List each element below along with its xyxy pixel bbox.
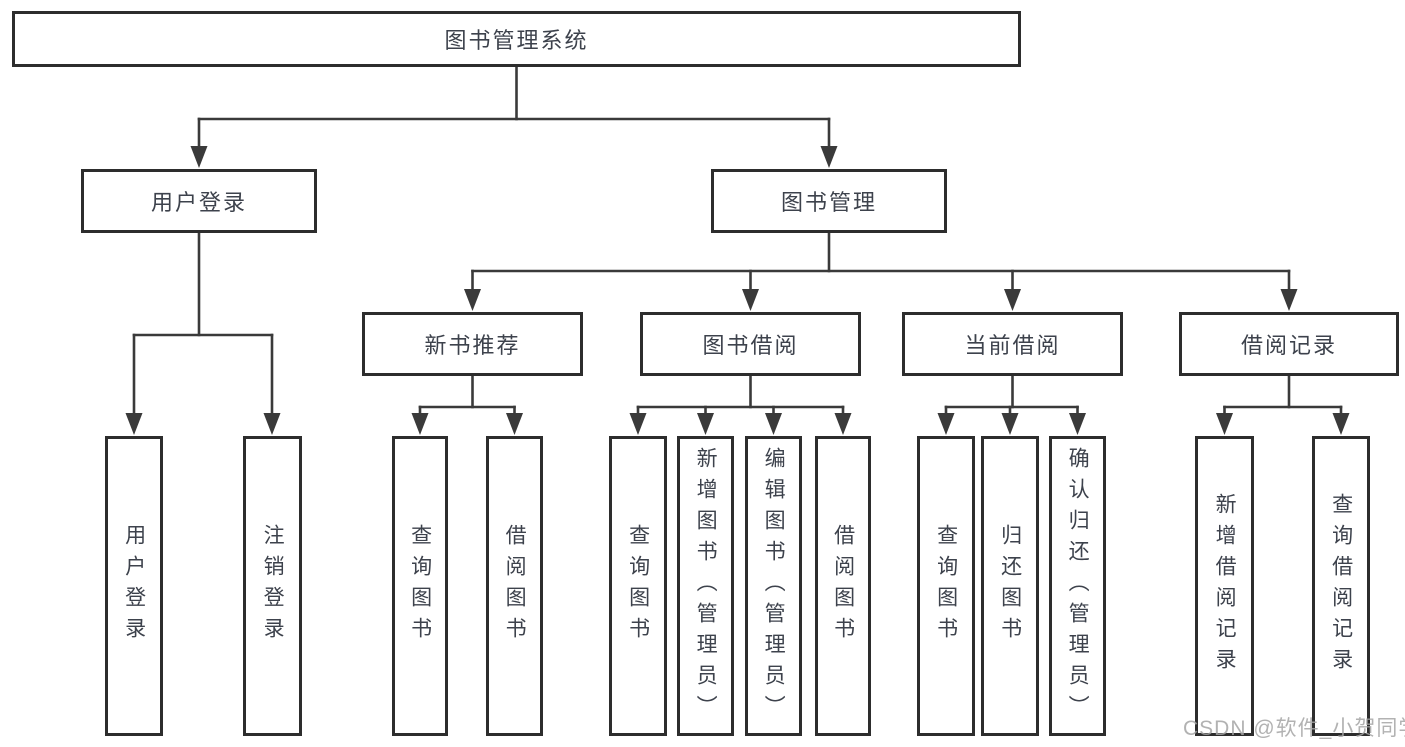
watermark: CSDN @软件_小贺同学 xyxy=(1183,717,1405,740)
leaf-user-login-label: 用户登录 xyxy=(122,524,146,648)
leaf-borrow-book-label: 借阅图书 xyxy=(831,524,855,648)
leaf-borrow-book-recommend-label: 借阅图书 xyxy=(503,524,527,648)
leaf-borrow-book: 借阅图书 xyxy=(815,436,871,736)
leaf-add-borrow-record-label: 新增借阅记录 xyxy=(1213,493,1237,679)
node-current-borrow-label: 当前借阅 xyxy=(964,333,1061,358)
leaf-query-book-recommend-label: 查询图书 xyxy=(408,524,432,648)
leaf-return-book: 归还图书 xyxy=(981,436,1039,736)
leaf-query-borrow-record-label: 查询借阅记录 xyxy=(1329,493,1353,679)
node-user-login: 用户登录 xyxy=(81,169,317,233)
node-book-management: 图书管理 xyxy=(711,169,947,233)
node-user-login-label: 用户登录 xyxy=(150,190,247,215)
node-book-management-label: 图书管理 xyxy=(780,190,877,215)
leaf-add-book-admin-label: 新增图书（管理员） xyxy=(694,446,718,726)
leaf-user-login: 用户登录 xyxy=(105,436,163,736)
leaf-confirm-return-admin: 确认归还（管理员） xyxy=(1049,436,1106,736)
leaf-confirm-return-admin-label: 确认归还（管理员） xyxy=(1066,446,1090,726)
leaf-return-book-label: 归还图书 xyxy=(998,524,1022,648)
leaf-query-book-borrow-label: 查询图书 xyxy=(626,524,650,648)
leaf-add-borrow-record: 新增借阅记录 xyxy=(1195,436,1254,736)
leaf-logout-label: 注销登录 xyxy=(261,524,285,648)
leaf-borrow-book-recommend: 借阅图书 xyxy=(486,436,543,736)
leaf-add-book-admin: 新增图书（管理员） xyxy=(677,436,734,736)
node-current-borrow: 当前借阅 xyxy=(902,312,1123,376)
leaf-edit-book-admin: 编辑图书（管理员） xyxy=(745,436,802,736)
leaf-query-book-borrow: 查询图书 xyxy=(609,436,667,736)
node-root-label: 图书管理系统 xyxy=(444,28,589,53)
leaf-logout: 注销登录 xyxy=(243,436,302,736)
node-new-book-recommend-label: 新书推荐 xyxy=(424,333,521,358)
leaf-query-borrow-record: 查询借阅记录 xyxy=(1312,436,1370,736)
leaf-query-book-recommend: 查询图书 xyxy=(392,436,448,736)
node-root: 图书管理系统 xyxy=(12,11,1021,67)
node-book-borrow-label: 图书借阅 xyxy=(702,333,799,358)
leaf-query-book-current-label: 查询图书 xyxy=(934,524,958,648)
leaf-edit-book-admin-label: 编辑图书（管理员） xyxy=(762,446,786,726)
node-new-book-recommend: 新书推荐 xyxy=(362,312,583,376)
node-borrow-records-label: 借阅记录 xyxy=(1240,333,1337,358)
node-borrow-records: 借阅记录 xyxy=(1179,312,1399,376)
node-book-borrow: 图书借阅 xyxy=(640,312,861,376)
leaf-query-book-current: 查询图书 xyxy=(917,436,975,736)
